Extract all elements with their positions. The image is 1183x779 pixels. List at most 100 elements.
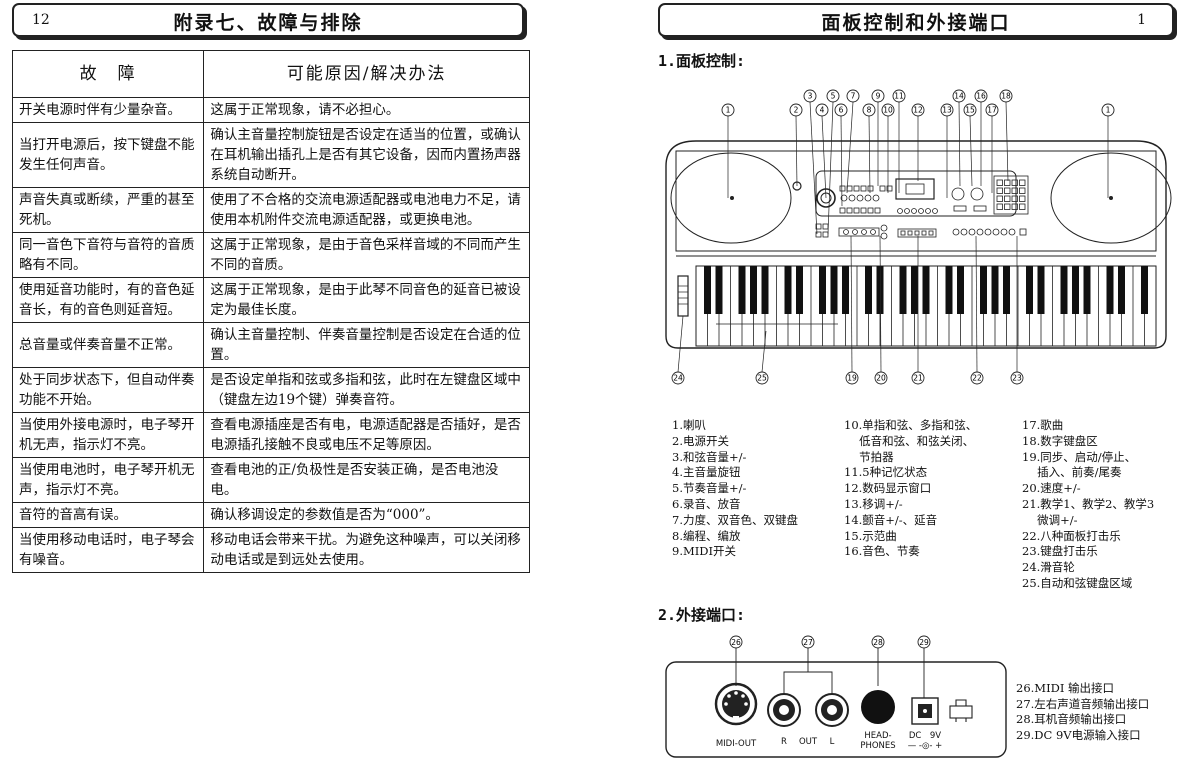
black-key[interactable] [865,266,872,314]
numpad-key[interactable] [1019,187,1026,194]
out-r-port[interactable] [767,693,801,727]
panel-button[interactable] [921,230,927,236]
black-key[interactable] [1060,266,1068,314]
panel-button[interactable] [846,207,853,214]
panel-button[interactable] [925,208,931,214]
panel-button[interactable] [846,185,853,192]
midi-out-port[interactable] [714,682,758,726]
black-key[interactable] [945,266,953,314]
panel-button[interactable] [932,208,938,214]
black-key[interactable] [911,266,918,314]
black-key[interactable] [1026,266,1033,314]
black-key[interactable] [830,266,838,314]
numpad-key[interactable] [1019,195,1026,202]
panel-button[interactable] [1008,228,1016,236]
panel-knob[interactable] [951,187,965,201]
black-key[interactable] [957,266,964,314]
panel-button[interactable] [815,223,822,230]
black-key[interactable] [819,266,826,314]
panel-button[interactable] [852,229,858,235]
panel-button[interactable] [860,207,867,214]
panel-button[interactable] [856,194,864,202]
panel-button[interactable] [870,229,876,235]
black-key[interactable] [922,266,930,314]
panel-button-group[interactable] [897,228,937,238]
numpad-key[interactable] [996,179,1003,186]
panel-button[interactable] [900,230,906,236]
panel-button[interactable] [1000,228,1008,236]
panel-button[interactable] [822,231,829,238]
panel-button[interactable] [879,185,886,192]
panel-button[interactable] [904,208,910,214]
out-l-port[interactable] [815,693,849,727]
black-key[interactable] [980,266,987,314]
numpad-key[interactable] [1004,195,1011,202]
panel-button[interactable] [848,194,856,202]
panel-button[interactable] [953,205,967,212]
numpad-key[interactable] [1011,187,1018,194]
panel-button[interactable] [815,231,822,238]
panel-button[interactable] [839,185,846,192]
panel-button[interactable] [928,230,934,236]
panel-button[interactable] [914,230,920,236]
black-key[interactable] [784,266,792,314]
black-key[interactable] [1037,266,1045,314]
black-key[interactable] [761,266,769,314]
black-key[interactable] [715,266,723,314]
panel-button[interactable] [853,185,860,192]
panel-button[interactable] [960,228,968,236]
panel-button[interactable] [822,223,829,230]
black-key[interactable] [991,266,999,314]
headphones-port[interactable] [861,690,895,724]
panel-button[interactable] [839,207,846,214]
black-key[interactable] [1083,266,1091,314]
numpad-key[interactable] [1011,195,1018,202]
panel-button[interactable] [973,205,987,212]
panel-button[interactable] [886,185,893,192]
panel-button[interactable] [860,185,867,192]
panel-button[interactable] [992,228,1000,236]
black-key[interactable] [899,266,907,314]
numpad-key[interactable] [996,187,1003,194]
panel-button[interactable] [867,185,874,192]
black-key[interactable] [1106,266,1114,314]
black-key[interactable] [738,266,746,314]
panel-button[interactable] [880,224,888,232]
panel-button[interactable] [907,230,913,236]
black-key[interactable] [1072,266,1079,314]
black-key[interactable] [842,266,849,314]
black-key[interactable] [796,266,803,314]
panel-button[interactable] [918,208,924,214]
numpad-key[interactable] [1019,179,1026,186]
panel-button[interactable] [952,228,960,236]
panel-button[interactable] [861,229,867,235]
panel-button[interactable] [864,194,872,202]
numpad-key[interactable] [1011,179,1018,186]
panel-button[interactable] [976,228,984,236]
panel-button[interactable] [984,228,992,236]
panel-button[interactable] [874,207,881,214]
panel-button[interactable] [1019,228,1027,236]
numpad-key[interactable] [996,195,1003,202]
black-key[interactable] [704,266,711,314]
numpad-key[interactable] [1019,203,1026,210]
numpad-key[interactable] [1004,203,1011,210]
panel-button[interactable] [968,228,976,236]
numpad-key[interactable] [996,203,1003,210]
numpad-key[interactable] [1004,179,1011,186]
black-key[interactable] [1118,266,1125,314]
black-key[interactable] [876,266,884,314]
panel-button[interactable] [897,208,903,214]
black-key[interactable] [1003,266,1010,314]
black-key[interactable] [1141,266,1148,314]
panel-button[interactable] [911,208,917,214]
panel-button-group[interactable] [838,227,880,237]
panel-knob[interactable] [970,187,984,201]
panel-button[interactable] [853,207,860,214]
panel-button[interactable] [840,194,848,202]
numpad-key[interactable] [1011,203,1018,210]
panel-button[interactable] [872,194,880,202]
panel-button[interactable] [843,229,849,235]
numpad-key[interactable] [1004,187,1011,194]
dc-9v-port[interactable] [911,697,939,725]
